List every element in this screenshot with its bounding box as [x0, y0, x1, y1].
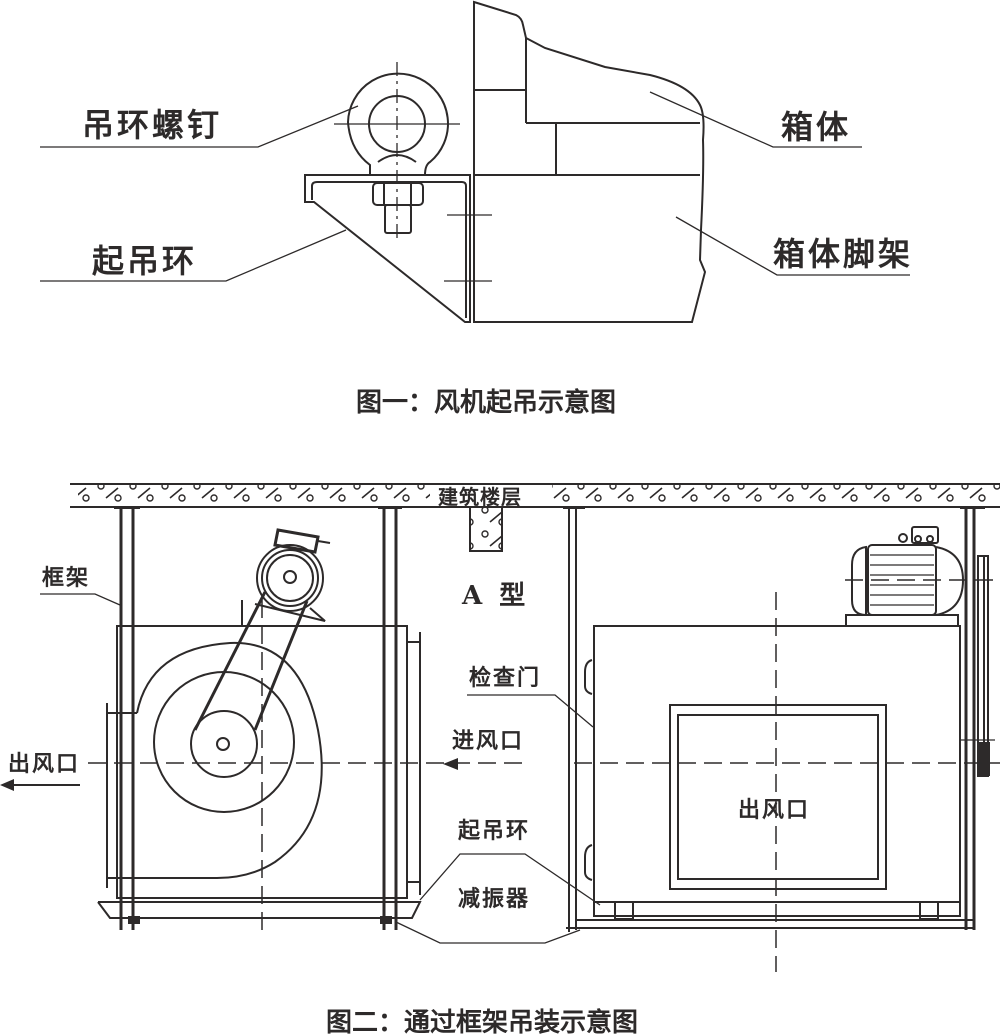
- left-side-view: 出风口 进风口 框架 A 型: [0, 507, 530, 936]
- label-eye-bolt: 吊环螺钉: [82, 106, 222, 144]
- label-casing: 箱体: [781, 108, 851, 146]
- lifting-bracket: [304, 174, 471, 323]
- label-lifting-ring: 起吊环: [92, 242, 197, 280]
- leader-lifting-ring: [40, 229, 347, 282]
- label-outlet-left: 出风口: [8, 752, 80, 777]
- label-building-floor: 建筑楼层: [438, 485, 522, 509]
- inlet-arrow-icon: [443, 758, 458, 770]
- leader-casing: [649, 91, 862, 148]
- figure-2-frame-hoisting: 建筑楼层: [0, 483, 1000, 1035]
- label-frame: 框架: [42, 565, 90, 591]
- base-rail: [97, 901, 422, 919]
- motor-top: [845, 526, 1000, 627]
- drive-belt: [193, 591, 267, 731]
- leader-damper: [395, 921, 581, 944]
- label-casing-stand: 箱体脚架: [773, 235, 913, 273]
- figure-1-caption: 图一：风机起吊示意图: [356, 387, 616, 418]
- label-inspection-door: 检查门: [469, 665, 541, 691]
- scroll-housing: [136, 641, 323, 879]
- leader-lifting-ring-2: [419, 853, 601, 906]
- damper: [919, 901, 939, 920]
- figure-2-caption: 图二：通过框架吊装示意图: [326, 1007, 638, 1035]
- fan-pulley: [190, 710, 258, 778]
- right-front-view: 出风口: [563, 507, 1000, 972]
- eye-bolt: [334, 62, 460, 242]
- leader-casing-stand: [675, 216, 910, 276]
- figure-1-lifting-detail: 吊环螺钉 起吊环 箱体 箱体脚架 图一：风机起吊示意图: [40, 0, 913, 418]
- leader-frame: [40, 593, 121, 606]
- motor: [241, 528, 331, 625]
- leader-eye-bolt: [40, 105, 359, 148]
- label-inlet: 进风口: [452, 729, 524, 754]
- building-floor-slab: 建筑楼层: [70, 483, 1000, 552]
- impeller-outline: [153, 671, 295, 813]
- label-lifting-ring-2: 起吊环: [457, 819, 530, 844]
- outlet-opening: [669, 704, 887, 890]
- leader-inspection-door: [467, 694, 594, 728]
- casing-outline: [473, 0, 707, 323]
- label-damper: 减振器: [458, 886, 530, 912]
- label-outlet-front: 出风口: [738, 798, 810, 823]
- fan-casing-front: [593, 625, 961, 917]
- label-type: A 型: [461, 581, 529, 611]
- damper: [614, 901, 634, 920]
